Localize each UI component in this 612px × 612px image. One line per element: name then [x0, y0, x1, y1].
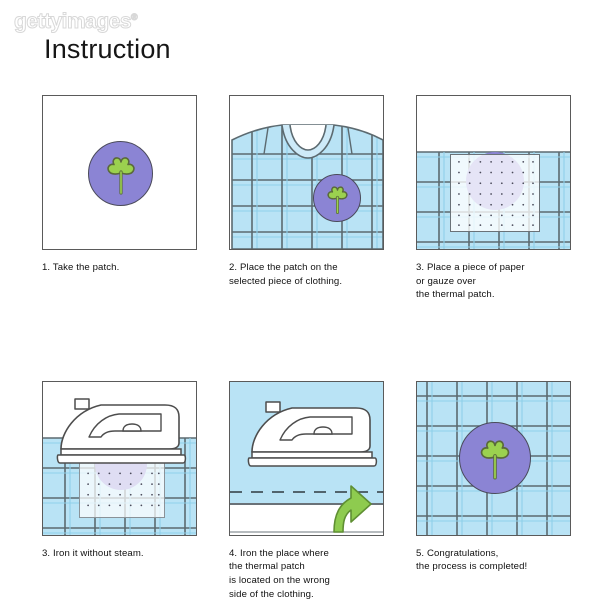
reverse-side-illustration — [230, 381, 383, 535]
step-caption-1: 1. Take the patch. — [42, 262, 120, 273]
steps-row-2: 3. Iron it without steam. — [0, 380, 612, 601]
step-caption-6: 5. Congratulations, the process is compl… — [416, 547, 528, 573]
clover-icon — [327, 186, 348, 214]
gauze-dot-pattern — [458, 160, 534, 227]
step-cell-1: 1. Take the patch. — [42, 95, 229, 302]
step-caption-3: 3. Place a piece of paper or gauze over … — [416, 262, 525, 301]
tshirt-shape — [231, 124, 383, 249]
panel-iron-back — [229, 380, 384, 536]
watermark-text: gettyimages — [13, 10, 132, 34]
tshirt-illustration — [230, 96, 383, 249]
panel-shirt — [229, 95, 384, 250]
patch-circle — [313, 174, 361, 222]
step-caption-2: 2. Place the patch on the selected piece… — [229, 262, 343, 287]
clover-icon — [480, 440, 510, 480]
gauze-sheet — [79, 454, 165, 518]
page-title: Instruction — [44, 34, 171, 64]
clover-icon — [107, 157, 135, 195]
step-cell-4: 3. Iron it without steam. — [42, 380, 229, 601]
gauze-sheet — [450, 154, 540, 232]
step-cell-5: 4. Iron the place where the thermal patc… — [229, 380, 416, 601]
getty-images-watermark: gettyimages® — [13, 10, 139, 34]
panel-done — [416, 380, 571, 536]
step-cell-6: 5. Congratulations, the process is compl… — [416, 380, 603, 601]
iron-icon — [56, 398, 187, 464]
steps-row-1: 1. Take the patch. — [0, 95, 612, 302]
step-caption-4: 3. Iron it without steam. — [42, 547, 144, 559]
panel-patch — [42, 95, 197, 250]
step-caption-5: 4. Iron the place where the thermal patc… — [229, 547, 330, 600]
step-cell-2: 2. Place the patch on the selected piece… — [229, 95, 416, 302]
panel-gauze — [416, 95, 571, 250]
watermark-registered-mark: ® — [131, 12, 139, 23]
step-cell-3: 3. Place a piece of paper or gauze over … — [416, 95, 603, 302]
steps-grid: 1. Take the patch. — [0, 95, 612, 601]
panel-iron-front — [42, 380, 197, 536]
